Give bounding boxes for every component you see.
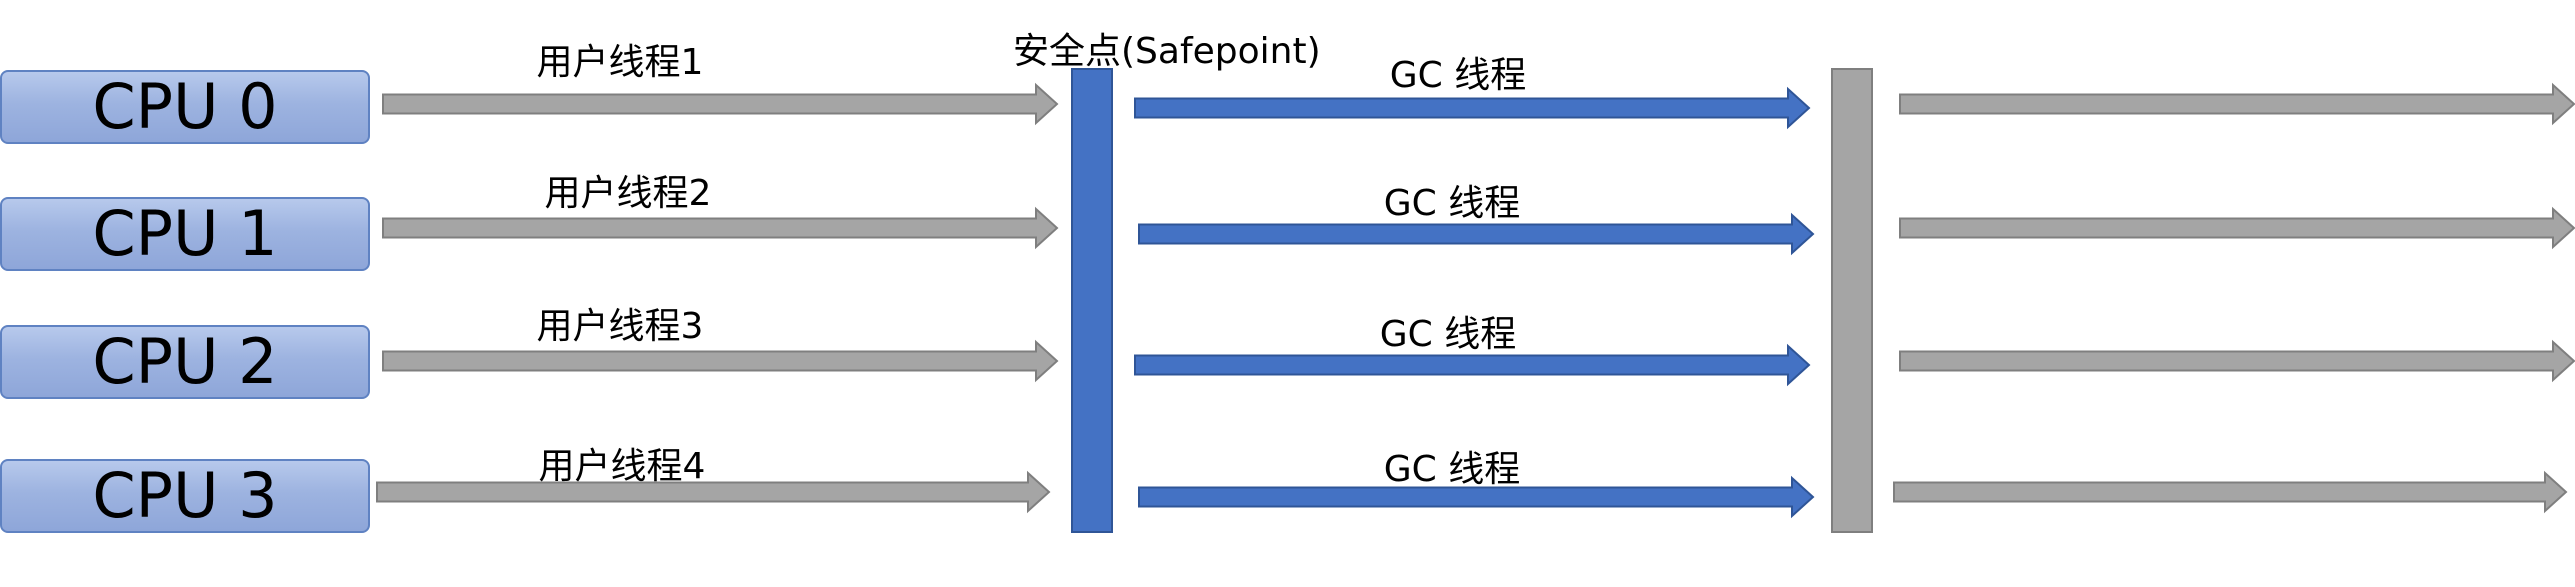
cpu-label: CPU 0: [92, 70, 278, 143]
user-thread-arrow-2: [382, 339, 1059, 383]
arrow-shape: [1134, 343, 1811, 387]
arrow-shape: [376, 470, 1051, 514]
user-thread-arrow-1: [382, 206, 1059, 250]
arrow-shape: [382, 82, 1059, 126]
arrow-shape: [1899, 82, 2575, 126]
gc-thread-arrow-2: [1134, 343, 1811, 387]
cpu-label: CPU 1: [92, 197, 278, 270]
user-thread-label-3: 用户线程4: [538, 446, 706, 487]
cpu-box-2: CPU 2: [0, 325, 370, 399]
user-thread-arrow-3: [376, 470, 1051, 514]
cpu-box-1: CPU 1: [0, 197, 370, 271]
cpu-box-0: CPU 0: [0, 70, 370, 144]
gc-thread-label-2: GC 线程: [1379, 314, 1517, 355]
gc-thread-label-1: GC 线程: [1383, 183, 1521, 224]
gc-thread-arrow-3: [1138, 475, 1815, 519]
safepoint-label: 安全点(Safepoint): [1013, 31, 1321, 72]
cpu-label: CPU 2: [92, 325, 278, 398]
user-thread-label-1: 用户线程2: [544, 173, 712, 214]
arrow-shape: [382, 206, 1059, 250]
arrow-shape: [382, 339, 1059, 383]
gc-end-bar: [1831, 68, 1873, 533]
safepoint-bar: [1071, 68, 1113, 533]
arrow-shape: [1134, 86, 1811, 130]
user-thread-label-2: 用户线程3: [536, 306, 704, 347]
resume-arrow-3: [1893, 470, 2568, 514]
resume-arrow-2: [1899, 339, 2575, 383]
resume-arrow-1: [1899, 206, 2575, 250]
gc-thread-arrow-1: [1138, 212, 1815, 256]
cpu-box-3: CPU 3: [0, 459, 370, 533]
arrow-shape: [1138, 212, 1815, 256]
gc-thread-label-3: GC 线程: [1383, 449, 1521, 490]
resume-arrow-0: [1899, 82, 2575, 126]
cpu-label: CPU 3: [92, 459, 278, 532]
arrow-shape: [1899, 206, 2575, 250]
arrow-shape: [1899, 339, 2575, 383]
gc-thread-label-0: GC 线程: [1389, 55, 1527, 96]
arrow-shape: [1893, 470, 2568, 514]
arrow-shape: [1138, 475, 1815, 519]
user-thread-arrow-0: [382, 82, 1059, 126]
gc-thread-arrow-0: [1134, 86, 1811, 130]
user-thread-label-0: 用户线程1: [536, 42, 704, 83]
